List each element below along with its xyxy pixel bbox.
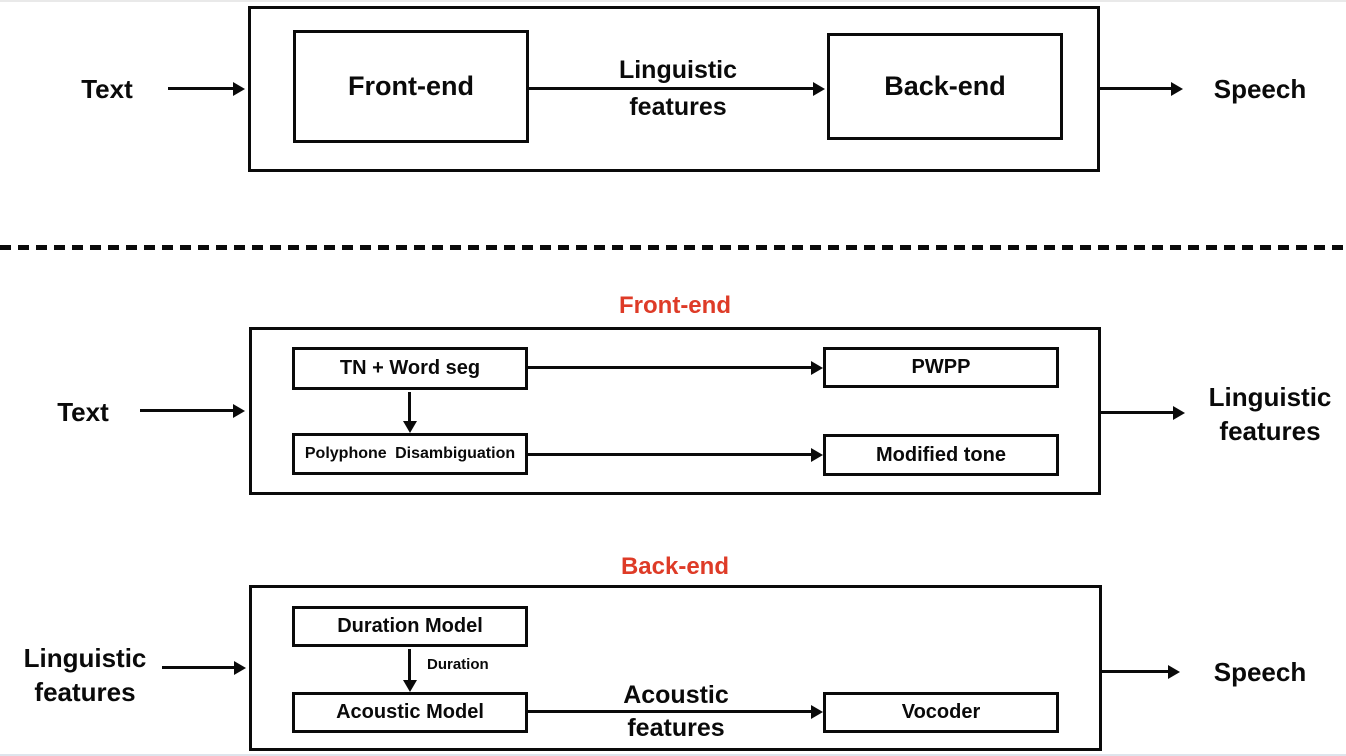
frontend-pwpp-label: PWPP <box>911 356 971 378</box>
backend-acoustic-features-arrow <box>528 710 811 713</box>
backend-input-arrow <box>162 666 234 669</box>
overview-input-arrow <box>168 87 233 90</box>
overview-frontend-box: Front-end <box>293 30 529 143</box>
frontend-output-label-line1: Linguistic <box>1208 382 1332 412</box>
top-edge-divider <box>0 0 1346 2</box>
frontend-input-arrow <box>140 409 233 412</box>
backend-output-arrow <box>1102 670 1168 673</box>
frontend-pwpp-box: PWPP <box>823 347 1059 388</box>
backend-acoustic-model-box: Acoustic Model <box>292 692 528 733</box>
frontend-container-box <box>249 327 1101 495</box>
backend-input-label-line2: features <box>34 677 136 707</box>
frontend-tn-to-pwpp-arrow <box>528 366 811 369</box>
bottom-edge-divider <box>0 754 1346 756</box>
frontend-output-arrow <box>1101 411 1173 414</box>
backend-duration-model-label: Duration Model <box>337 615 483 637</box>
backend-container-box <box>249 585 1102 751</box>
section-dashed-divider <box>0 245 1346 250</box>
backend-input-label-line1: Linguistic <box>23 643 147 673</box>
overview-arrow-label-line1: Linguistic <box>618 56 738 84</box>
overview-linguistic-arrow <box>529 87 813 90</box>
backend-acoustic-arrow-label-line1: Acoustic <box>623 681 729 709</box>
backend-acoustic-model-label: Acoustic Model <box>336 701 484 723</box>
backend-vocoder-label: Vocoder <box>901 701 981 723</box>
backend-duration-arrow-label: Duration <box>427 656 489 673</box>
frontend-input-label: Text <box>57 397 109 427</box>
frontend-output-label-line2: features <box>1219 416 1321 446</box>
frontend-polyphone-box: Polyphone Disambiguation <box>292 433 528 475</box>
frontend-polyphone-label: Polyphone Disambiguation <box>304 445 516 462</box>
backend-output-label: Speech <box>1213 657 1307 687</box>
overview-input-label: Text <box>81 74 133 104</box>
overview-container-box <box>248 6 1100 172</box>
backend-duration-to-acoustic-arrow <box>408 649 411 680</box>
overview-output-label: Speech <box>1213 74 1307 104</box>
backend-vocoder-box: Vocoder <box>823 692 1059 733</box>
frontend-modified-tone-box: Modified tone <box>823 434 1059 476</box>
overview-frontend-box-label: Front-end <box>348 71 474 101</box>
frontend-tn-word-seg-box: TN + Word seg <box>292 347 528 390</box>
backend-duration-model-box: Duration Model <box>292 606 528 647</box>
frontend-modified-tone-label: Modified tone <box>876 443 1006 466</box>
frontend-section-title: Front-end <box>619 292 731 319</box>
frontend-polyphone-to-modified-tone-arrow <box>528 453 811 456</box>
overview-output-arrow <box>1100 87 1171 90</box>
backend-section-title: Back-end <box>620 553 730 580</box>
backend-acoustic-arrow-label-line2: features <box>627 714 725 742</box>
overview-backend-box-label: Back-end <box>884 71 1006 101</box>
frontend-tn-word-seg-label: TN + Word seg <box>339 357 481 379</box>
overview-backend-box: Back-end <box>827 33 1063 140</box>
overview-arrow-label-line2: features <box>629 93 727 121</box>
frontend-tn-to-polyphone-arrow <box>408 392 411 421</box>
